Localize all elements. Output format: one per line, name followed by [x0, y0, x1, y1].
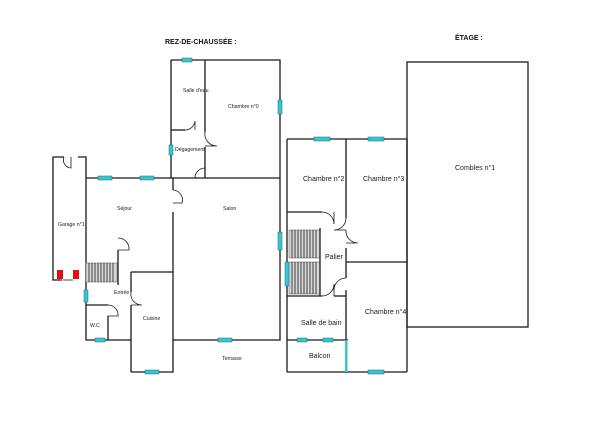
room-label-chambre-4: Chambre n°4 — [365, 308, 406, 316]
window-chambre2 — [313, 136, 331, 142]
room-label-salle-eau: Salle d'eau — [183, 88, 209, 94]
room-label-palier: Palier — [325, 254, 344, 261]
garage-red-marker-left — [57, 270, 63, 279]
upper-stairs-steps — [291, 230, 317, 294]
window-salon — [277, 231, 283, 251]
chambre4-door — [333, 277, 347, 291]
room-label-degagement: Dégagement — [175, 147, 205, 153]
garage-red-marker-right — [73, 270, 79, 279]
window-sejour-2 — [139, 175, 155, 181]
degagement-door — [194, 167, 206, 179]
window-chambre4 — [367, 369, 385, 375]
upper-floor-title: ÉTAGE : — [455, 33, 483, 42]
cuisine-bottom-wall — [131, 340, 174, 373]
upper-stairs-bottom — [288, 261, 321, 295]
room-label-sejour: Séjour — [117, 206, 132, 212]
room-label-garage: Garage n°1 — [58, 222, 85, 228]
entree-door — [117, 237, 130, 251]
sejour-door — [172, 189, 183, 204]
chambre0-outer — [171, 59, 281, 178]
window-salle-eau — [181, 57, 193, 63]
window-sdb-1 — [296, 337, 308, 343]
room-label-wc: W.C — [90, 323, 100, 329]
room-label-combles: Combles n°1 — [455, 164, 495, 172]
wc-door — [107, 304, 119, 317]
window-sdb-2 — [322, 337, 334, 343]
upper-floor-plan: Chambre n°2 Chambre n°3 Combles n°1 Pali… — [284, 61, 529, 375]
chambre2-door-2 — [321, 211, 335, 225]
window-salon-bottom — [217, 337, 233, 343]
garage-door — [63, 156, 72, 169]
room-label-salle-de-bain: Salle de bain — [301, 320, 342, 327]
balcon-glass — [345, 340, 348, 372]
window-cuisine — [144, 369, 160, 375]
window-chambre3 — [367, 136, 385, 142]
chambre2-door — [333, 217, 347, 231]
window-wc — [94, 337, 106, 343]
ground-floor-plan: Salle d'eau Chambre n°0 Dégagement Garag… — [52, 57, 283, 375]
window-chambre0 — [277, 99, 283, 115]
entree-left-wall — [85, 262, 131, 341]
salon-right-wall — [173, 178, 281, 341]
window-degagement — [168, 144, 174, 156]
window-entree — [83, 289, 89, 303]
room-label-chambre-0: Chambre n°0 — [228, 104, 259, 110]
room-label-cuisine: Cuisine — [143, 316, 160, 322]
window-stairs — [284, 261, 290, 287]
room-label-entree: Entrée — [114, 290, 129, 296]
room-label-salon: Salon — [223, 206, 236, 212]
combles-outline — [406, 61, 529, 328]
sdb-door — [321, 283, 335, 297]
room-label-terrasse: Terrasse — [222, 356, 242, 362]
chambre3-door — [345, 229, 359, 244]
room-label-chambre-2: Chambre n°2 — [303, 175, 344, 183]
garage-wall — [52, 156, 64, 281]
cuisine-door — [130, 291, 143, 306]
window-sejour-1 — [97, 175, 113, 181]
garage-wall-right — [78, 156, 87, 262]
chambre0-door — [204, 131, 218, 147]
upper-stairs-top — [288, 229, 321, 259]
room-label-balcon: Balcon — [309, 353, 331, 360]
salle-eau-door — [184, 120, 196, 131]
ground-floor-title: REZ-DE-CHAUSSÉE : — [165, 37, 237, 46]
room-label-chambre-3: Chambre n°3 — [363, 175, 404, 183]
ground-stairs-steps — [88, 263, 114, 282]
ground-stairs — [85, 262, 118, 283]
